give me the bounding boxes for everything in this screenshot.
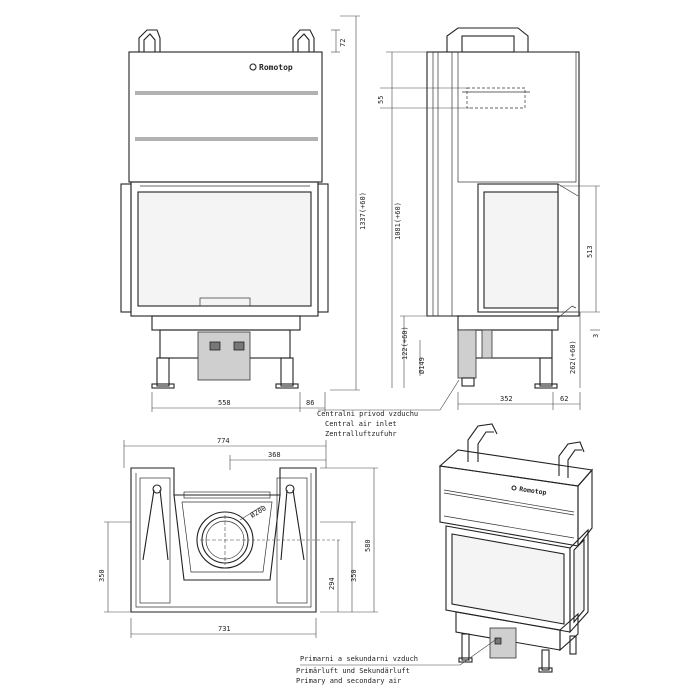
iso-logo-icon <box>511 485 517 491</box>
dim-side-depth: 352 <box>500 395 513 403</box>
right-side-frame <box>317 183 329 313</box>
side-view: 1081(+60) 55 122(+60) Ø149 513 262(+60) … <box>317 27 600 438</box>
side-air-inlet <box>457 329 477 379</box>
dim-side-bottom-gap: 3 <box>592 334 600 338</box>
iso-top-face <box>438 449 594 487</box>
iso-right-handle <box>558 441 585 476</box>
iso-front-upper <box>439 465 579 547</box>
side-handle <box>446 27 529 52</box>
dim-side-foot: 262(+60) <box>569 340 577 374</box>
dim-plan-offset: 368 <box>268 451 281 459</box>
central-air-label-de: Zentralluftzufuhr <box>325 430 397 438</box>
dim-front-half-width: 558 <box>218 399 231 407</box>
base-plate <box>151 315 301 331</box>
dim-plan-right-depth: 580 <box>364 539 372 552</box>
plan-outline <box>130 467 317 613</box>
iso-air-box <box>489 627 517 659</box>
dim-plan-inner-depth-b: 350 <box>350 569 358 582</box>
front-view: Romotop 72 1337(+60) 558 86 <box>120 15 367 412</box>
top-flue-outline <box>466 87 526 109</box>
iso-foot-right <box>541 649 550 671</box>
dim-plan-inner-depth-a: 294 <box>328 577 336 590</box>
dim-plan-inner-width: 731 <box>218 625 231 633</box>
left-handle <box>138 29 161 52</box>
brand-logo-icon <box>249 63 257 71</box>
side-foot <box>539 357 553 387</box>
iso-door-glass <box>451 533 565 625</box>
iso-side-glass <box>573 538 585 624</box>
door-glass <box>137 191 312 307</box>
dim-side-base: 122(+60) <box>401 326 409 360</box>
air-inlet-box <box>197 331 251 381</box>
dim-side-top-offset: 55 <box>377 96 385 104</box>
dim-plan-left-depth: 350 <box>98 569 106 582</box>
side-glass <box>483 191 559 309</box>
dim-plan-diameter: Ø200 <box>249 504 268 519</box>
dim-side-height: 1081(+60) <box>394 202 402 240</box>
right-handle <box>292 29 315 52</box>
dim-front-height: 1337(+60) <box>359 192 367 230</box>
iso-logo-text: Romotop <box>519 485 547 497</box>
central-air-label-en: Central air inlet <box>325 420 397 428</box>
dim-plan-outer-width: 774 <box>217 437 230 445</box>
brand-logo-text: Romotop <box>259 63 293 72</box>
right-foot <box>280 357 294 387</box>
iso-left-handle <box>467 423 498 462</box>
left-foot <box>156 357 170 387</box>
dim-side-glass: 513 <box>586 245 594 258</box>
dim-side-right: 62 <box>560 395 568 403</box>
dim-side-pipe: Ø149 <box>418 357 426 374</box>
top-housing <box>128 51 323 183</box>
dim-front-top: 72 <box>339 39 347 47</box>
dim-front-right-gap: 86 <box>306 399 314 407</box>
door-handle <box>199 297 251 307</box>
left-side-frame <box>120 183 132 313</box>
plan-view: Ø200 774 368 731 350 580 350 294 <box>98 437 378 638</box>
air-label-cz: Primarni a sekundarni vzduch <box>300 655 418 663</box>
right-arm <box>280 484 305 561</box>
plan-firebox <box>173 494 281 581</box>
iso-foot-left <box>461 633 470 661</box>
iso-view: Romotop Primarni a sekundarni vzduch Pri… <box>296 423 594 685</box>
air-label-de: Primärluft und Sekundärluft <box>296 667 410 675</box>
central-air-label-cz: Centralni privod vzduchu <box>317 410 418 418</box>
left-arm <box>142 484 169 561</box>
air-label-en: Primary and secondary air <box>296 677 401 685</box>
